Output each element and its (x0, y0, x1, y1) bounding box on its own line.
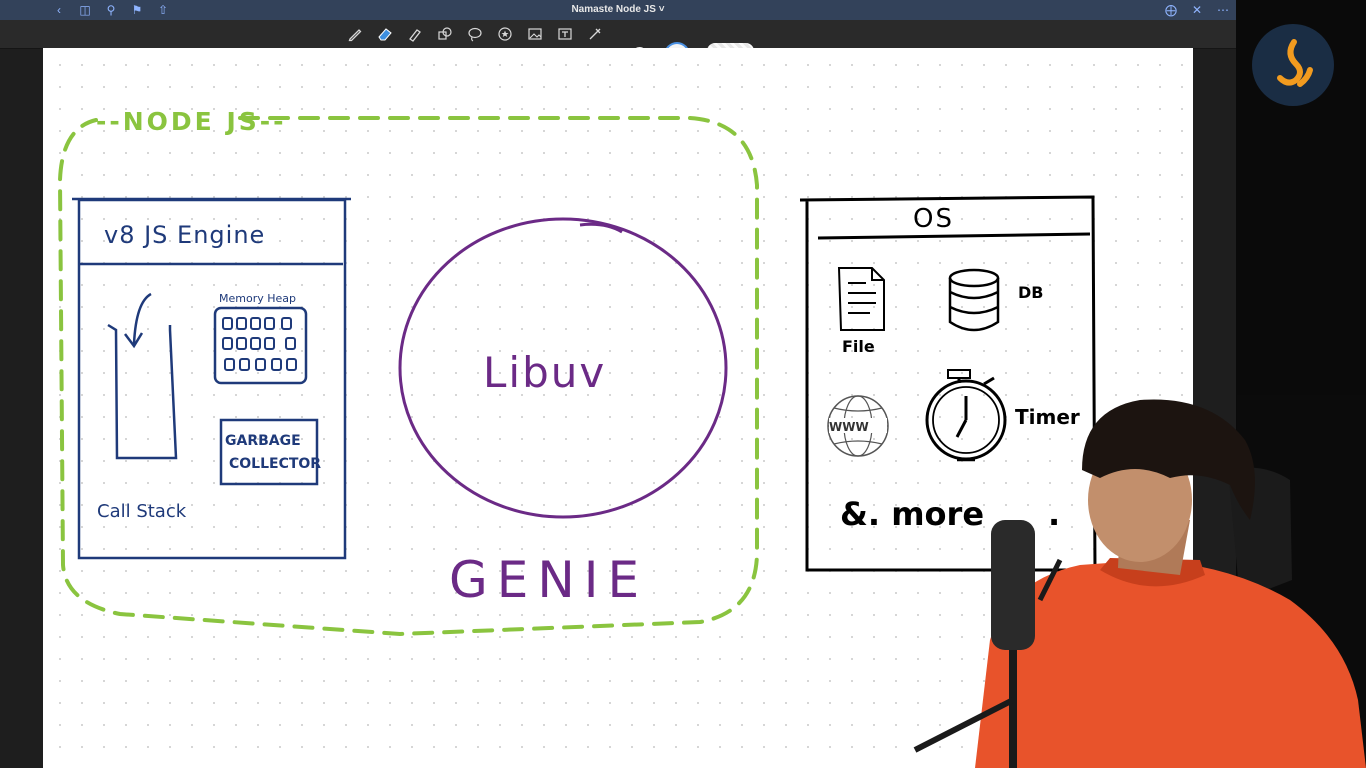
globe-www-icon (827, 395, 889, 457)
call-stack-label: Call Stack (97, 501, 187, 522)
title-bar: ‹ ◫ ⚲ ⚑ ⇧ Namaste Node JS ˅ ⨁ ✕ ⋯ (0, 0, 1236, 20)
and-more-label: &. more (840, 495, 984, 533)
file-icon (837, 267, 885, 331)
garbage-collector-box (219, 418, 319, 486)
db-label: DB (1018, 283, 1043, 302)
sticker-icon[interactable] (496, 25, 514, 43)
and-more-tail: . (1048, 495, 1060, 533)
bookmark-icon[interactable]: ⚑ (131, 3, 143, 17)
call-stack-drawing (107, 292, 178, 460)
notes-app-window: ‹ ◫ ⚲ ⚑ ⇧ Namaste Node JS ˅ ⨁ ✕ ⋯ (0, 0, 1236, 768)
diagram-drawing: --NODE JS-- v8 JS Engine Call Stack Memo… (57, 107, 1097, 637)
libuv-label: Libuv (483, 348, 606, 397)
os-title: OS (913, 204, 954, 234)
text-icon[interactable] (556, 25, 574, 43)
eraser-icon[interactable] (376, 25, 394, 43)
shapes-icon[interactable] (436, 25, 454, 43)
memory-heap-grid (213, 306, 308, 385)
title-bar-left-controls: ‹ ◫ ⚲ ⚑ ⇧ (52, 0, 170, 20)
v8-engine-box (72, 197, 351, 560)
stopwatch-icon (925, 369, 1007, 462)
chevron-down-icon[interactable]: ˅ (655, 4, 665, 15)
close-icon[interactable]: ✕ (1191, 3, 1203, 17)
v8-engine-title: v8 JS Engine (104, 221, 265, 249)
drawing-toolbar (0, 20, 1236, 67)
channel-logo (1252, 24, 1334, 106)
more-options-icon[interactable]: ⋯ (1217, 3, 1229, 17)
share-icon[interactable]: ⇧ (157, 3, 169, 17)
search-icon[interactable]: ⚲ (106, 3, 116, 17)
node-js-boundary (57, 116, 759, 637)
new-page-icon[interactable]: ⨁ (1165, 3, 1177, 17)
node-js-label: --NODE JS-- (96, 107, 287, 136)
timer-label: Timer (1015, 405, 1080, 429)
image-icon[interactable] (526, 25, 544, 43)
window-title[interactable]: Namaste Node JS (571, 4, 656, 15)
database-icon (948, 268, 1000, 332)
memory-heap-label: Memory Heap (219, 292, 296, 305)
www-label: WWW (829, 420, 869, 434)
genie-label: GENIE (449, 551, 648, 609)
garbage-label: GARBAGE (225, 433, 301, 449)
laser-icon[interactable] (586, 25, 604, 43)
window-title-wrap: Namaste Node JS ˅ (0, 0, 1236, 20)
collector-label: COLLECTOR (229, 456, 321, 472)
pen-icon[interactable] (346, 25, 364, 43)
back-icon[interactable]: ‹ (57, 3, 61, 17)
file-label: File (842, 337, 875, 356)
highlighter-icon[interactable] (406, 25, 424, 43)
libuv-circle (398, 217, 728, 519)
lasso-icon[interactable] (466, 25, 484, 43)
sidebar-toggle-icon[interactable]: ◫ (79, 3, 91, 17)
tool-group (346, 20, 604, 48)
title-bar-right-controls: ⨁ ✕ ⋯ (1164, 0, 1230, 20)
